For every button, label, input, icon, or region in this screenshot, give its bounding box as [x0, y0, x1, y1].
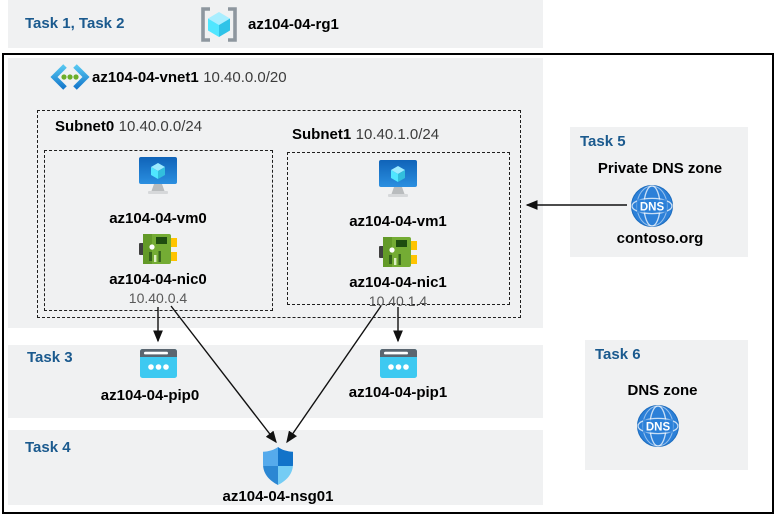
- diagram-outer-border: [2, 53, 774, 514]
- subnet0-cidr: 10.40.0.0/24: [118, 118, 203, 135]
- task6-label: Task 6: [595, 346, 641, 363]
- task5-label: Task 5: [580, 133, 626, 150]
- vnet-panel: [8, 58, 543, 328]
- vnet-title: az104-04-vnet1 10.40.0.0/20: [92, 69, 287, 87]
- subnet1-cidr: 10.40.1.0/24: [355, 126, 440, 143]
- nic0-label: az104-04-nic0: [109, 271, 207, 288]
- pip0-label: az104-04-pip0: [100, 387, 200, 404]
- nic1-label: az104-04-nic1: [349, 274, 447, 291]
- network-security-group-shield-icon: [263, 447, 293, 485]
- resource-group-icon: [198, 6, 240, 43]
- subnet1-dashed-box: [287, 152, 510, 305]
- task6-box: [585, 340, 748, 470]
- virtual-network-icon: [50, 63, 90, 91]
- subnets-container-dashed-box: [37, 110, 521, 318]
- dns-icon-text: DNS: [640, 202, 665, 214]
- pip1-label: az104-04-pip1: [348, 384, 448, 401]
- resource-group-name: az104-04-rg1: [248, 16, 339, 33]
- private-dns-zone-icon: DNS: [630, 184, 674, 228]
- task6-title: DNS zone: [627, 382, 698, 399]
- vm1-label: az104-04-vm1: [349, 213, 447, 230]
- task4-label: Task 4: [25, 439, 71, 456]
- nic1-icon: [379, 235, 417, 269]
- subnet0-title: Subnet0 10.40.0.0/24: [55, 118, 202, 136]
- nsg-label: az104-04-nsg01: [222, 488, 334, 505]
- task5-title: Private DNS zone: [597, 160, 723, 177]
- subnet1-name: Subnet1: [292, 126, 352, 143]
- dns-icon-text: DNS: [646, 422, 671, 434]
- nic1-ip: 10.40.1.4: [368, 293, 428, 309]
- vnet-name: az104-04-vnet1: [92, 69, 199, 86]
- dns-zone-icon: DNS: [636, 404, 680, 448]
- header-tasks-label: Task 1, Task 2: [25, 15, 125, 32]
- subnet1-title: Subnet1 10.40.1.0/24: [292, 126, 439, 144]
- private-dns-zone-name: contoso.org: [616, 230, 704, 247]
- vm0-label: az104-04-vm0: [109, 210, 207, 227]
- subnet0-name: Subnet0: [55, 118, 115, 135]
- header-strip: [8, 0, 543, 48]
- nic0-ip: 10.40.0.4: [128, 290, 188, 306]
- pip0-icon: [140, 349, 177, 378]
- task3-label: Task 3: [27, 349, 73, 366]
- nic0-icon: [139, 232, 177, 266]
- vnet-cidr: 10.40.0.0/20: [203, 69, 287, 86]
- vm0-icon: [137, 157, 179, 197]
- task3-strip: [8, 345, 543, 418]
- pip1-icon: [380, 349, 417, 378]
- vm1-icon: [377, 160, 419, 200]
